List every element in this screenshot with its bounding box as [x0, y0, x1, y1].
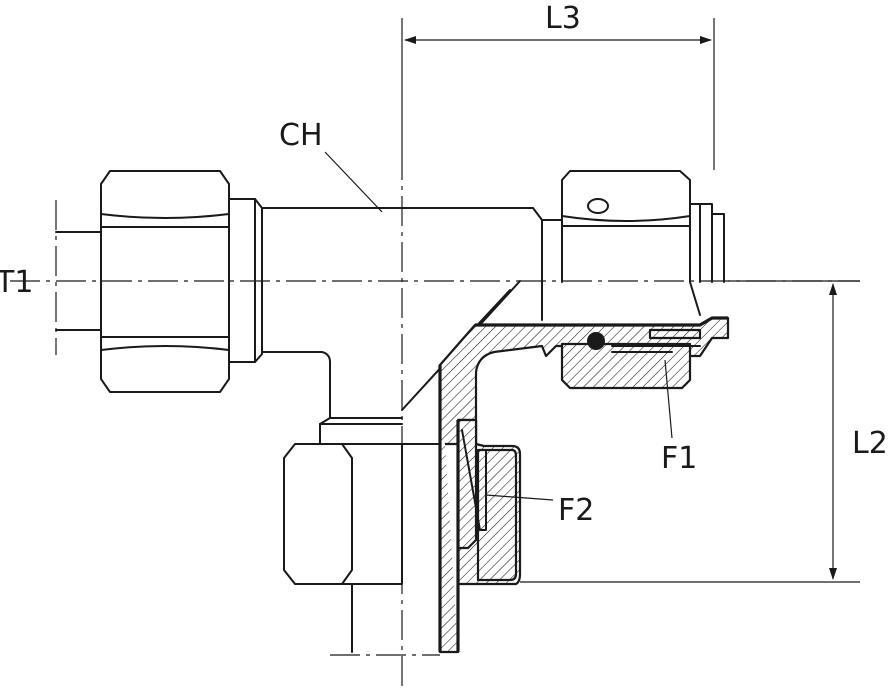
left-hex-nut: [55, 170, 263, 393]
label-f2: F2: [558, 493, 594, 528]
label-l2: L2: [852, 426, 888, 461]
right-section: [438, 316, 730, 446]
leaders: [324, 151, 673, 501]
dimension-l3: [401, 18, 715, 170]
labels: L3 CH T1 F1 F2 L2: [0, 1, 888, 528]
label-ch: CH: [279, 118, 323, 153]
label-t1: T1: [0, 265, 33, 300]
right-nut: [541, 170, 725, 316]
bottom-section: [438, 365, 522, 654]
dimension-l2: [520, 280, 860, 583]
centerlines: [10, 150, 860, 692]
lower-hex-nut: [283, 443, 403, 653]
label-l3: L3: [545, 1, 581, 36]
label-f1: F1: [661, 441, 697, 476]
